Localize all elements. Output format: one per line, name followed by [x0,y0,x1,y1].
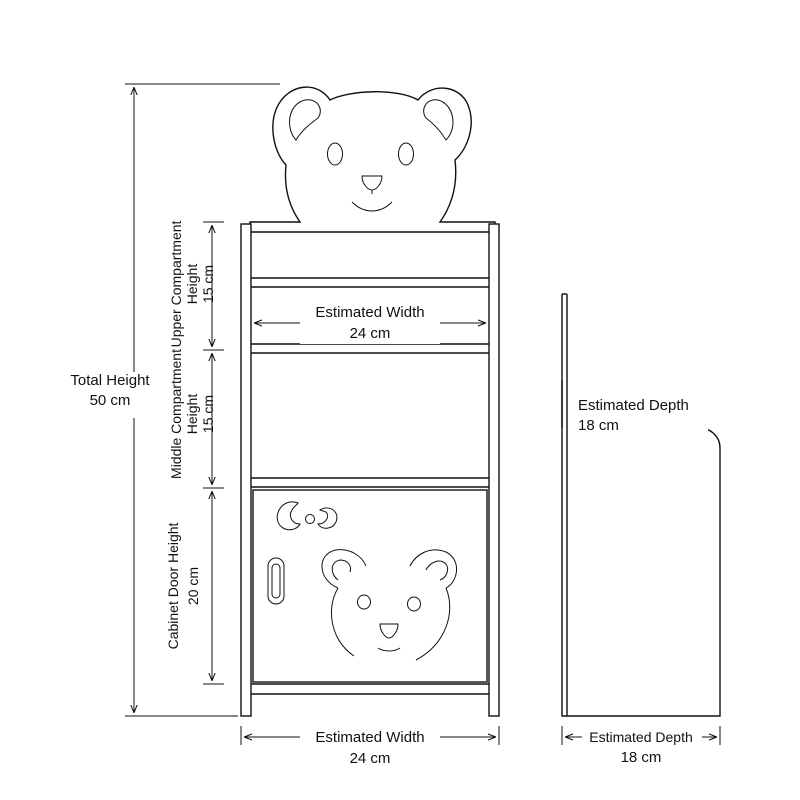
cabinet-door-value: 20 cm [185,567,201,605]
bottom-width-label: Estimated Width [315,729,424,746]
bottom-width-value: 24 cm [350,750,391,767]
side-depth-value: 18 cm [578,417,619,434]
cabinet-door-label: Cabinet Door Height [165,522,181,649]
dim-side-depth: Estimated Depth 18 cm [561,380,708,436]
door-handle-icon [267,557,285,605]
upper-compartment-label2: Height [184,264,200,305]
side-depth-label: Estimated Depth [578,397,689,414]
bottom-depth-value: 18 cm [621,749,662,766]
bottom-depth-label: Estimated Depth [589,729,693,745]
total-height-value: 50 cm [90,392,131,409]
shelf-front [240,223,500,717]
middle-compartment-value: 15 cm [200,395,216,433]
bow-icon [276,501,338,531]
dim-bottom-width: Estimated Width 24 cm [240,726,500,767]
upper-compartment-value: 15 cm [200,265,216,303]
door-bear-icon [321,549,457,661]
dim-inner-width: Estimated Width 24 cm [250,300,490,344]
upper-compartment-label: Upper Compartment [168,220,184,347]
bear-head-icon [249,86,496,233]
inner-width-label: Estimated Width [315,304,424,321]
inner-width-value: 24 cm [350,325,391,342]
dim-bottom-depth: Estimated Depth 18 cm [561,726,721,766]
middle-compartment-label2: Height [184,394,200,435]
dim-compartments: Upper Compartment Height 15 cm Middle Co… [165,220,224,685]
total-height-label: Total Height [70,372,150,389]
middle-compartment-label: Middle Compartment [168,349,184,479]
side-view [561,293,721,717]
dim-total-height: Total Height 50 cm [70,83,280,717]
